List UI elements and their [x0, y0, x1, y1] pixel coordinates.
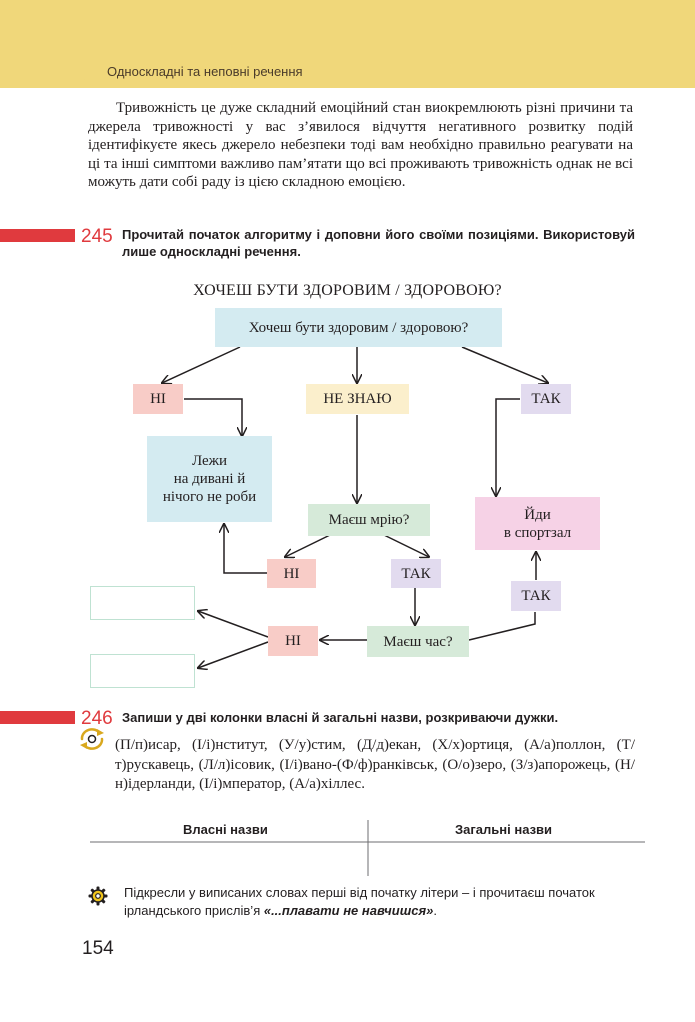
yes-box-1: ТАК: [521, 384, 571, 414]
no-box-1: НІ: [133, 384, 183, 414]
arrow-to-no-2: [285, 534, 331, 557]
yes-label-3: ТАК: [521, 588, 551, 604]
dont-know-box: НЕ ЗНАЮ: [306, 384, 409, 414]
lie-on-sofa-box: Лежи на дивані й нічого не роби: [147, 436, 272, 522]
time-question: Маєш час?: [383, 633, 453, 650]
go-line-1: Йди: [524, 506, 551, 523]
dream-question-box: Маєш мрію?: [308, 504, 430, 536]
task-instruction-246: Запиши у дві колонки власні й загальні н…: [122, 710, 559, 725]
arrow-to-no-1: [162, 346, 241, 383]
page-number: 154: [82, 938, 114, 959]
gear-icon: [88, 886, 108, 906]
arrow-to-yes-2: [383, 534, 429, 557]
word-list: (П/п)исар, (І/і)нститут, (У/у)стим, (Д/д…: [115, 737, 635, 792]
no-label-1: НІ: [150, 391, 166, 407]
arrow-to-lie: [184, 398, 242, 436]
exercise-paragraph: Тривожність це дуже складний емоційний с…: [88, 100, 633, 190]
arrow-to-empty-2: [198, 641, 269, 668]
hint-text: Підкресли у виписаних словах перші від п…: [124, 884, 636, 920]
yes-box-3: ТАК: [511, 581, 561, 611]
dont-know-label: НЕ ЗНАЮ: [323, 391, 392, 407]
hint-end: .: [433, 903, 437, 918]
arrow-back-to-lie: [224, 524, 267, 574]
arrow-to-gym: [496, 398, 520, 496]
yes-label-2: ТАК: [401, 565, 431, 582]
task-instruction-245: Прочитай початок алгоритму і доповни йог…: [122, 227, 635, 259]
column-header-common: Загальні назви: [455, 822, 553, 837]
arrow-to-empty-1: [198, 611, 269, 638]
dream-question: Маєш мрію?: [328, 512, 410, 528]
running-head: Односкладні та неповні речення: [107, 64, 303, 79]
column-header-proper: Власні назви: [183, 822, 268, 837]
hint-body: Підкресли у виписаних словах перші від п…: [124, 885, 595, 918]
no-box-3: НІ: [268, 626, 318, 656]
header-band: [0, 0, 695, 88]
yes-label-1: ТАК: [531, 391, 561, 407]
no-box-2: НІ: [267, 559, 316, 588]
header-tab: [80, 0, 585, 88]
top-question: Хочеш бути здоровим / здоровою?: [248, 319, 469, 336]
task-marker-bar: [0, 229, 75, 242]
task-number-246: 246: [81, 708, 113, 729]
top-question-box: Хочеш бути здоровим / здоровою?: [215, 308, 502, 347]
go-line-2: в спортзал: [503, 524, 572, 541]
hint-proverb: «...плавати не навчишся»: [263, 903, 434, 918]
task-marker-bar: [0, 711, 75, 724]
lie-line-3: нічого не роби: [162, 489, 257, 505]
yes-box-2: ТАК: [391, 559, 441, 588]
lie-line-2: на дивані й: [173, 471, 246, 487]
arrow-to-yes-1: [461, 346, 548, 383]
no-label-2: НІ: [283, 565, 300, 582]
task-number-245: 245: [81, 226, 113, 247]
empty-answer-box-1[interactable]: [90, 586, 195, 620]
arrow-to-yes-3: [468, 612, 536, 641]
time-question-box: Маєш час?: [367, 626, 469, 657]
no-label-3: НІ: [285, 633, 301, 649]
go-to-gym-box: Йди в спортзал: [475, 497, 600, 550]
diagram-title: ХОЧЕШ БУТИ ЗДОРОВИМ / ЗДОРОВОЮ?: [193, 282, 502, 299]
empty-answer-box-2[interactable]: [90, 654, 195, 688]
lie-line-1: Лежи: [191, 453, 228, 469]
cycle-icon: [80, 728, 104, 750]
